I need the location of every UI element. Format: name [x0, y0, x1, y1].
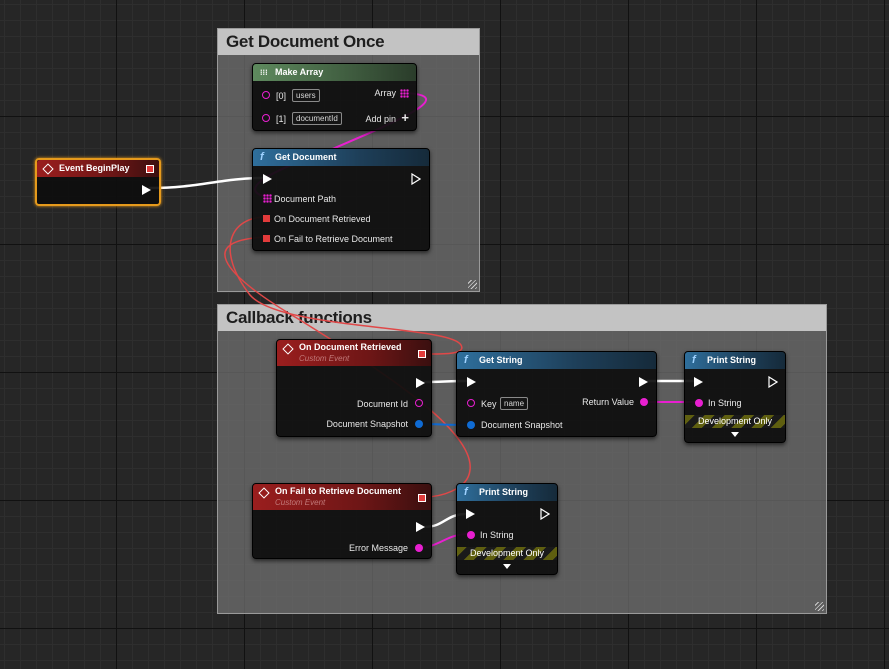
string-in-pin-0[interactable]	[262, 91, 270, 99]
event-icon	[282, 343, 294, 355]
chevron-down-icon[interactable]	[731, 432, 739, 437]
node-title: On Fail to Retrieve Document	[275, 486, 402, 496]
string-in-pin-1[interactable]	[262, 114, 270, 122]
get-string-node[interactable]: f Get String Key name Return Value Docum…	[456, 351, 657, 437]
array-grid-icon: ⁝⁝⁝	[260, 68, 268, 77]
print-string-node-2[interactable]: f Print String In String Development Onl…	[456, 483, 558, 575]
in-string-label: In String	[480, 530, 514, 540]
return-value-label: Return Value	[582, 397, 634, 407]
document-snapshot-label: Document Snapshot	[481, 420, 563, 430]
node-title: Make Array	[275, 67, 324, 77]
function-icon: f	[464, 486, 468, 498]
delegate-pin-icon[interactable]	[418, 494, 426, 502]
node-header[interactable]: f Get String	[457, 352, 656, 369]
exec-out-pin[interactable]	[416, 378, 425, 388]
delegate-out-pin-retrieved[interactable]	[263, 215, 270, 222]
pin-0-value-input[interactable]: users	[292, 89, 320, 102]
error-message-label: Error Message	[348, 543, 408, 553]
string-out-pin[interactable]	[415, 544, 423, 552]
node-subtitle: Custom Event	[275, 498, 326, 507]
node-header[interactable]: Event BeginPlay	[37, 160, 159, 177]
node-header[interactable]: On Document Retrieved Custom Event	[277, 340, 431, 366]
development-only-banner: Development Only	[457, 547, 557, 560]
document-id-label: Document Id	[356, 399, 408, 409]
make-array-node[interactable]: ⁝⁝⁝ Make Array [0] users [1] documentId …	[252, 63, 417, 131]
on-document-retrieved-event-node[interactable]: On Document Retrieved Custom Event Docum…	[276, 339, 432, 437]
exec-out-pin[interactable]	[540, 508, 550, 520]
document-path-label: Document Path	[274, 194, 337, 204]
key-label: Key	[481, 399, 497, 409]
exec-in-pin[interactable]	[466, 509, 475, 519]
string-in-pin[interactable]	[467, 531, 475, 539]
event-icon	[258, 487, 270, 499]
print-string-node-1[interactable]: f Print String In String Development Onl…	[684, 351, 786, 443]
exec-in-pin[interactable]	[467, 377, 476, 387]
event-begin-play-node[interactable]: Event BeginPlay	[35, 158, 161, 206]
exec-out-pin[interactable]	[416, 522, 425, 532]
struct-out-pin[interactable]	[415, 420, 423, 428]
get-document-node[interactable]: f Get Document Document Path On Document…	[252, 148, 430, 251]
development-only-banner: Development Only	[685, 415, 785, 428]
pin-1-value-input[interactable]: documentId	[292, 112, 342, 125]
node-title: On Document Retrieved	[299, 342, 402, 352]
function-icon: f	[464, 354, 468, 366]
exec-in-pin[interactable]	[694, 377, 703, 387]
exec-out-pin[interactable]	[142, 185, 151, 195]
array-in-pin[interactable]	[263, 194, 272, 203]
exec-out-pin[interactable]	[768, 376, 778, 388]
node-title: Get Document	[275, 152, 337, 162]
function-icon: f	[692, 354, 696, 366]
key-in-pin[interactable]	[467, 399, 475, 407]
struct-in-pin[interactable]	[467, 421, 475, 429]
plus-icon[interactable]: +	[401, 110, 409, 125]
node-header[interactable]: f Get Document	[253, 149, 429, 166]
exec-out-pin[interactable]	[411, 173, 421, 185]
node-title: Print String	[479, 487, 528, 497]
pin-index-label: [1]	[276, 114, 287, 124]
delegate-out-pin-fail[interactable]	[263, 235, 270, 242]
chevron-down-icon[interactable]	[503, 564, 511, 569]
add-pin-label[interactable]: Add pin	[365, 114, 396, 124]
comment-title: Get Document Once	[218, 29, 479, 55]
pin-index-label: [0]	[276, 91, 287, 101]
exec-out-pin[interactable]	[639, 377, 648, 387]
array-out-label: Array	[374, 88, 396, 98]
wire-retrieved-delegate	[229, 216, 463, 355]
resize-grip-icon[interactable]	[815, 602, 824, 611]
wire-exec-beginplay-getdocument	[148, 176, 266, 190]
node-title: Get String	[479, 355, 523, 365]
on-fail-label: On Fail to Retrieve Document	[274, 234, 393, 244]
node-title: Print String	[707, 355, 756, 365]
array-out-pin[interactable]	[400, 89, 409, 98]
node-header[interactable]: f Print String	[457, 484, 557, 501]
node-title: Event BeginPlay	[59, 163, 130, 173]
node-header[interactable]: On Fail to Retrieve Document Custom Even…	[253, 484, 431, 510]
in-string-label: In String	[708, 398, 742, 408]
on-document-retrieved-label: On Document Retrieved	[274, 214, 371, 224]
key-value-input[interactable]: name	[500, 397, 529, 410]
event-icon	[42, 163, 54, 175]
on-fail-retrieve-event-node[interactable]: On Fail to Retrieve Document Custom Even…	[252, 483, 432, 559]
string-out-pin[interactable]	[640, 398, 648, 406]
delegate-pin-icon[interactable]	[146, 165, 154, 173]
function-icon: f	[260, 151, 264, 163]
document-snapshot-label: Document Snapshot	[326, 419, 408, 429]
node-subtitle: Custom Event	[299, 354, 350, 363]
resize-grip-icon[interactable]	[468, 280, 477, 289]
string-in-pin[interactable]	[695, 399, 703, 407]
exec-in-pin[interactable]	[263, 174, 272, 184]
node-header[interactable]: f Print String	[685, 352, 785, 369]
string-out-pin[interactable]	[415, 399, 423, 407]
node-header[interactable]: ⁝⁝⁝ Make Array	[253, 64, 416, 81]
delegate-pin-icon[interactable]	[418, 350, 426, 358]
